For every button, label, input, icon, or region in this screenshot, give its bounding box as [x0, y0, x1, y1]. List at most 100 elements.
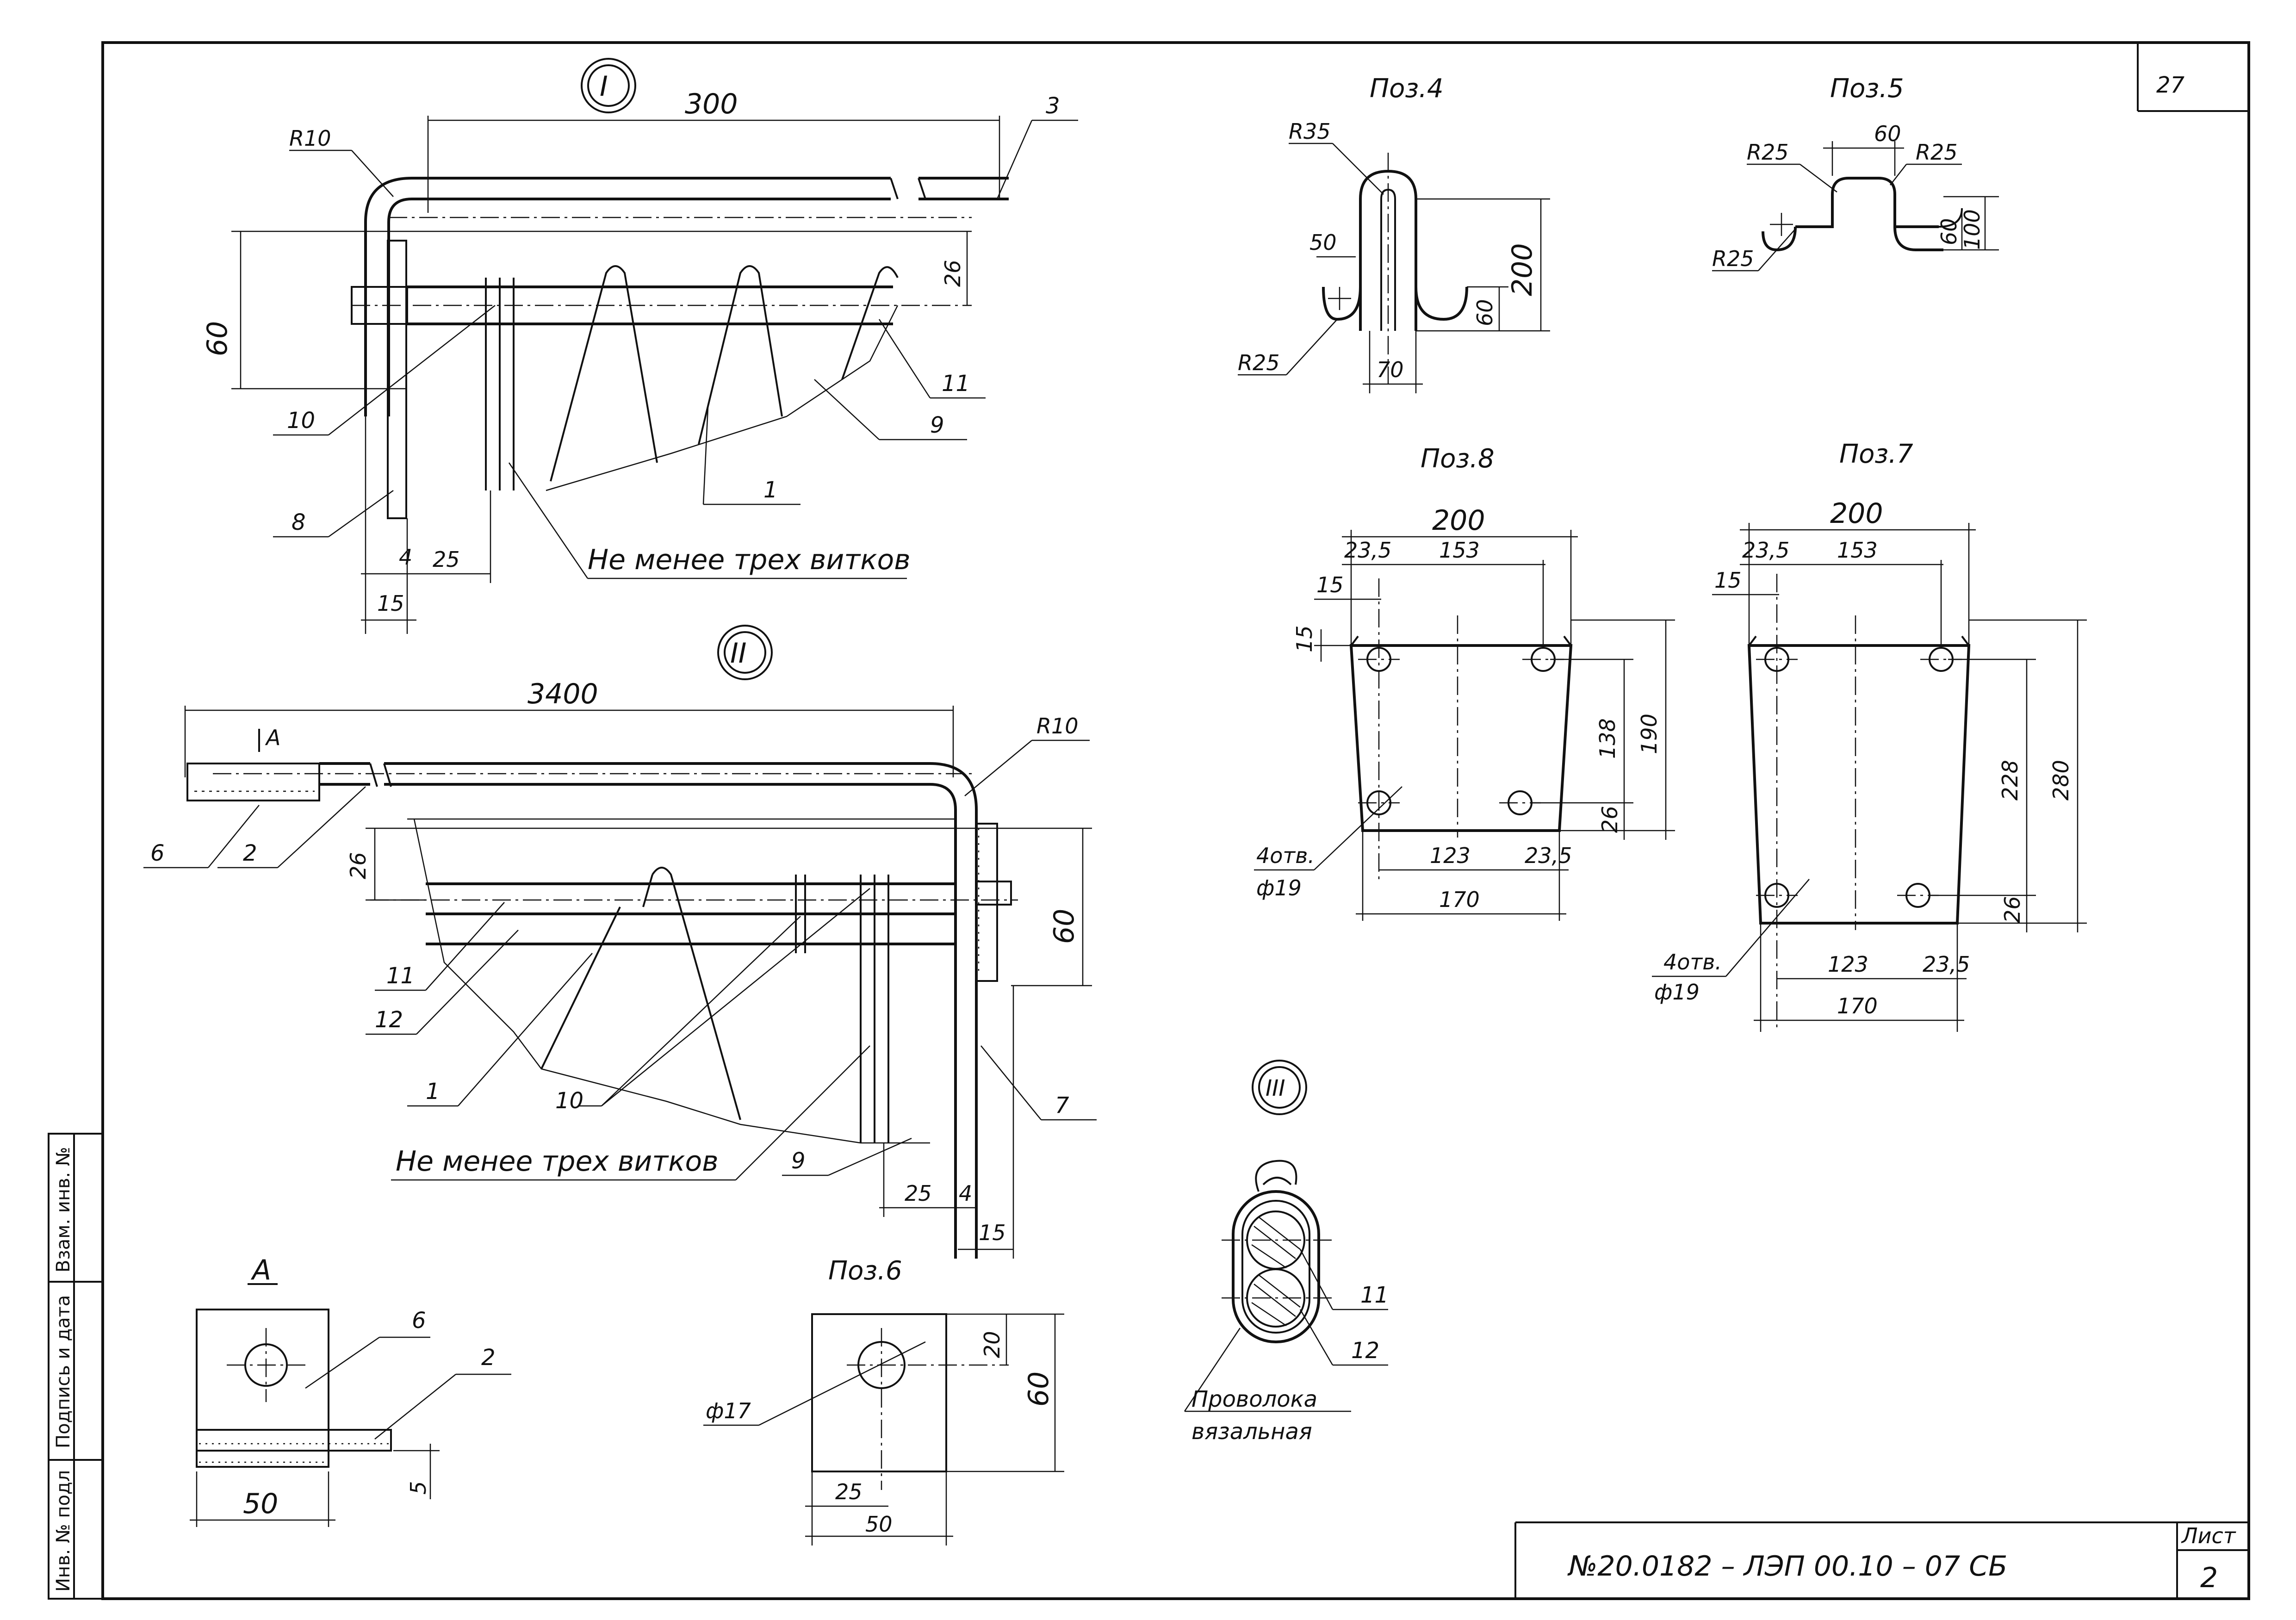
node-1-radius: R10	[289, 126, 331, 151]
node-1-callout-10: 10	[287, 408, 315, 434]
pos-6-dim-50: 50	[865, 1512, 893, 1537]
pos-8-holes-line2: ф19	[1256, 875, 1302, 900]
node-2-dim-15: 15	[979, 1220, 1006, 1245]
pos-4-r25: R25	[1238, 350, 1280, 375]
pos-8-dim-123: 123	[1430, 843, 1471, 868]
node-2-note: Не менее трех витков	[396, 1145, 719, 1178]
pos-6-dim-20: 20	[980, 1331, 1005, 1358]
side-stamp: Инв. № подл Подпись и дата Взам. инв. №	[53, 1147, 74, 1592]
sheet-corner-number: 27	[2156, 72, 2185, 98]
view-a: А 6 2 50 5	[190, 1254, 511, 1527]
pos-7-dim-280: 280	[2048, 760, 2073, 801]
node-2-dim-60: 60	[1048, 909, 1080, 944]
node-2: II 3400 А	[143, 625, 1097, 1259]
pos-8-dim-138: 138	[1595, 718, 1620, 759]
pos-5-dim-60: 60	[1874, 121, 1901, 146]
view-a-callout-6: 6	[412, 1308, 426, 1334]
pos-8-dim-26: 26	[1597, 806, 1622, 833]
pos-5-dim-60v: 60	[1936, 218, 1961, 245]
stamp-podpis-data: Подпись и дата	[53, 1295, 74, 1448]
pos-8-dim-190: 190	[1637, 714, 1662, 754]
node-3-mark: III	[1266, 1075, 1285, 1101]
pos-4-dim-200: 200	[1506, 243, 1539, 296]
node-3-note-line1: Проволока	[1191, 1386, 1317, 1412]
pos-6-dim-hole: ф17	[706, 1398, 751, 1423]
sheet-label: Лист	[2181, 1523, 2236, 1548]
pos-8-dim-235a: 23,5	[1344, 538, 1391, 563]
node-3-callout-11: 11	[1360, 1282, 1389, 1308]
pos-5-dim-100: 100	[1960, 209, 1985, 250]
node-1-callout-9: 9	[930, 412, 944, 438]
node-3-note-line2: вязальная	[1191, 1419, 1312, 1445]
node-2-callout-11: 11	[386, 963, 415, 989]
node-2-callout-7: 7	[1055, 1092, 1069, 1118]
pos-4-title: Поз.4	[1370, 74, 1444, 104]
pos-4-dim-60: 60	[1472, 299, 1497, 326]
pos-8-dim-15a: 15	[1316, 572, 1344, 597]
pos-8-dim-15b: 15	[1292, 625, 1317, 652]
pos-8-title: Поз.8	[1421, 444, 1495, 474]
node-2-callout-6: 6	[150, 840, 165, 866]
sheet-number: 2	[2200, 1562, 2218, 1594]
node-1-mark: I	[600, 70, 608, 103]
pos-6: Поз.6 20 60 ф17 25 50	[703, 1256, 1064, 1546]
node-1-note: Не менее трех витков	[588, 544, 911, 576]
node-1-dim-4: 4	[399, 545, 412, 570]
node-1-dim-15: 15	[377, 591, 404, 616]
view-a-callout-2: 2	[481, 1345, 496, 1371]
node-1-callout-1: 1	[763, 477, 778, 503]
node-1-dim-300: 300	[685, 88, 738, 120]
view-a-dim-50: 50	[243, 1488, 278, 1520]
pos-8-dim-200: 200	[1432, 504, 1485, 537]
node-1-dim-60: 60	[201, 321, 234, 356]
pos-7-dim-228: 228	[1998, 760, 2023, 801]
pos-7-dim-15: 15	[1714, 568, 1742, 593]
pos-7-dim-170: 170	[1837, 993, 1878, 1018]
view-a-title: А	[250, 1254, 271, 1286]
node-2-mark: II	[730, 637, 746, 670]
pos-8-dim-235b: 23,5	[1525, 843, 1572, 868]
pos-8-holes-line1: 4отв.	[1256, 843, 1315, 868]
node-2-dim-25: 25	[905, 1181, 932, 1206]
pos-8-dim-153: 153	[1439, 538, 1480, 563]
node-3-callout-12: 12	[1351, 1338, 1379, 1364]
node-2-callout-12: 12	[375, 1007, 403, 1033]
node-2-callout-2: 2	[243, 840, 257, 866]
pos-7: Поз.7 200 23,5 153 15 228 280 26	[1652, 439, 2087, 1032]
pos-4-dim-70: 70	[1377, 357, 1404, 382]
node-1-dim-25: 25	[433, 547, 460, 572]
pos-7-holes-line2: ф19	[1654, 980, 1700, 1005]
pos-5-r25a: R25	[1747, 140, 1789, 165]
node-1-callout-3: 3	[1046, 93, 1060, 119]
pos-5-r25b: R25	[1916, 140, 1958, 165]
node-1: I 300 R10 60	[201, 58, 1078, 634]
view-a-dim-5: 5	[406, 1481, 431, 1495]
pos-5-r25c: R25	[1712, 246, 1754, 271]
stamp-vzam-inv: Взам. инв. №	[53, 1147, 74, 1272]
pos-7-dim-153: 153	[1837, 538, 1878, 563]
pos-8-dim-170: 170	[1439, 887, 1480, 912]
pos-7-dim-235a: 23,5	[1742, 538, 1789, 563]
node-2-radius: R10	[1036, 714, 1079, 739]
pos-8: Поз.8 200 23,5 153 15 15 138	[1254, 444, 1675, 921]
pos-6-dim-25: 25	[835, 1479, 863, 1504]
pos-7-dim-200: 200	[1830, 497, 1883, 530]
node-2-dim-4: 4	[959, 1181, 972, 1206]
node-2-callout-9: 9	[791, 1148, 806, 1174]
pos-7-dim-26: 26	[2000, 896, 2025, 923]
node-2-dim-26: 26	[346, 852, 371, 879]
pos-6-title: Поз.6	[828, 1256, 902, 1286]
pos-5-title: Поз.5	[1830, 74, 1904, 104]
pos-4-r35: R35	[1289, 119, 1331, 144]
node-2-callout-10: 10	[555, 1088, 583, 1114]
pos-4: Поз.4 R35 R25 50 200 60 70	[1238, 74, 1550, 393]
node-1-dim-26: 26	[940, 260, 965, 287]
stamp-inv-podl: Инв. № подл	[53, 1470, 74, 1592]
node-2-callout-1: 1	[426, 1079, 440, 1105]
node-2-view-a: А	[265, 725, 280, 750]
pos-7-holes-line1: 4отв.	[1663, 950, 1722, 974]
pos-5: Поз.5 60 R25 R25 R25 60 100	[1712, 74, 1999, 272]
pos-4-dim-50: 50	[1309, 230, 1337, 255]
pos-7-dim-235b: 23,5	[1923, 952, 1970, 977]
node-3: III 11 12 Проволока вязальная	[1184, 1060, 1389, 1445]
